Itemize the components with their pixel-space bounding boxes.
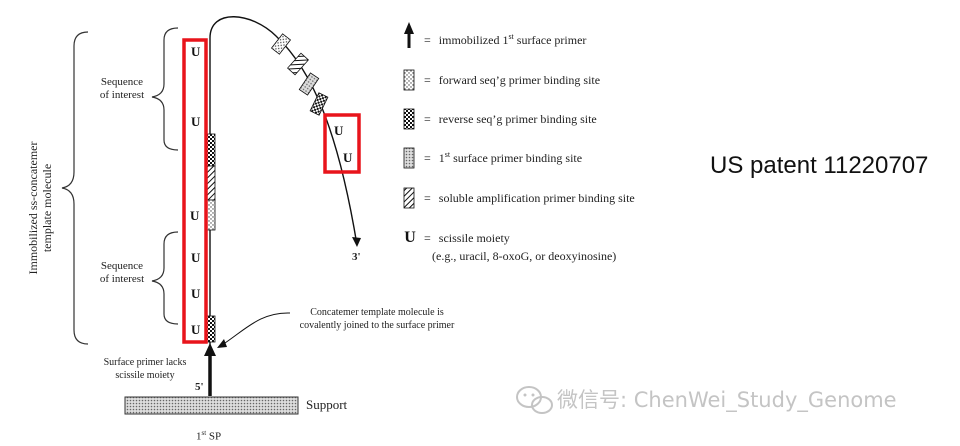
legend-item-reverse-site: = reverse seq’g primer binding site (404, 107, 597, 131)
surface-primer-note-line-2: scissile moiety (115, 370, 175, 381)
scissile-u-7: U (334, 123, 344, 138)
outer-brace (61, 31, 89, 345)
legend-text-1-sup: st (508, 32, 514, 41)
scissile-u-3: U (190, 208, 200, 223)
callout-arrowhead (217, 339, 227, 348)
legend-text-1: immobilized 1st surface primer (439, 32, 587, 48)
legend-text-4-post: surface primer binding site (450, 151, 583, 165)
seq-interest-label-top: Sequence of interest (92, 76, 152, 102)
seq-interest-bottom-line-2: of interest (99, 273, 145, 285)
scissile-u-5: U (191, 286, 201, 301)
scissile-u-2: U (191, 114, 201, 129)
legend-text-5: soluble amplification primer binding sit… (438, 190, 635, 205)
curve-dotted-box (270, 33, 292, 55)
legend-text-4-pre: 1 (438, 151, 445, 165)
wechat-icon (516, 386, 553, 414)
five-prime-label: 5' (195, 381, 204, 393)
callout-arrow (221, 312, 291, 346)
callout-line-1: Concatemer template molecule is (310, 307, 444, 318)
three-prime-label: 3' (352, 251, 361, 263)
watermark-text: 微信号: ChenWei_Study_Genome (557, 388, 897, 412)
support-label: Support (306, 397, 348, 412)
legend-text-4-sup: st (444, 150, 451, 159)
legend-equals-6: = (424, 230, 431, 245)
surface-primer-note-line-1: Surface primer lacks (103, 357, 187, 368)
patent-number: US patent 11220707 (710, 152, 929, 179)
legend-item-scissile-moiety: U = scissile moiety (404, 226, 510, 250)
seq-interest-top-line-2: of interest (99, 89, 145, 101)
legend-text-2: forward seq’g primer binding site (438, 72, 601, 87)
surface-primer-arrowhead (204, 343, 216, 356)
legend-text-4: 1st surface primer binding site (439, 150, 582, 166)
legend-text-6: scissile moiety (438, 230, 510, 245)
legend-equals-4: = (424, 150, 431, 165)
first-sp-label-suffix: SP (206, 430, 222, 443)
template-strand (209, 16, 358, 345)
curve-hatched-box (287, 52, 309, 76)
legend-item-soluble-primer-site: = soluble amplification primer binding s… (404, 186, 635, 210)
u-glyph-icon: U (404, 229, 416, 246)
surface-primer-note: Surface primer lacks scissile moiety (92, 356, 198, 382)
legend-equals-1: = (424, 32, 431, 47)
legend-text-1-pre: immobilized 1 (438, 33, 509, 47)
vertical-label-line-2: template molecule (40, 163, 54, 253)
seq-interest-bottom-line-1: Sequence (100, 260, 144, 272)
scissile-u-4: U (191, 250, 201, 265)
scissile-u-8: U (343, 150, 353, 165)
first-sp-label-prefix: 1 (196, 430, 202, 443)
covalent-join-callout: Concatemer template molecule is covalent… (287, 306, 467, 332)
highlight-box-curve (323, 113, 361, 174)
highlight-box-strand (182, 38, 208, 344)
legend-item-forward-site: = forward seq’g primer binding site (404, 68, 600, 92)
wechat-watermark: 微信号: ChenWei_Study_Genome (515, 384, 897, 414)
seq-brace-top (151, 27, 179, 151)
legend-equals-3: = (424, 111, 431, 126)
scissile-examples: (e.g., uracil, 8-oxoG, or deoxyinosine) (432, 249, 617, 263)
curve-checkered-box (309, 92, 329, 116)
vertical-label-line-1: Immobilized ss-concatemer (26, 141, 40, 275)
callout-line-2: covalently joined to the surface primer (299, 320, 455, 331)
seq-brace-bottom (151, 231, 179, 325)
first-sp-label-sup: st (201, 429, 207, 437)
seq-interest-label-bottom: Sequence of interest (92, 260, 152, 286)
legend-text-1-post: surface primer (513, 33, 587, 47)
legend-item-surface-primer-site: = 1st surface primer binding site (404, 146, 582, 170)
legend-item-surface-primer: = immobilized 1st surface primer (404, 28, 586, 52)
curve-speckled-box (298, 72, 320, 96)
seq-interest-top-line-1: Sequence (100, 76, 144, 88)
scissile-u-1: U (191, 44, 201, 59)
first-sp-label: 1st SP (196, 427, 221, 444)
legend-equals-5: = (424, 190, 431, 205)
scissile-u-6: U (191, 322, 201, 337)
legend-icon-column (403, 22, 415, 209)
legend-equals-2: = (424, 72, 431, 87)
support-bar (124, 396, 299, 415)
strand-end-arrowhead (352, 237, 361, 247)
legend-text-3: reverse seq’g primer binding site (438, 111, 597, 126)
